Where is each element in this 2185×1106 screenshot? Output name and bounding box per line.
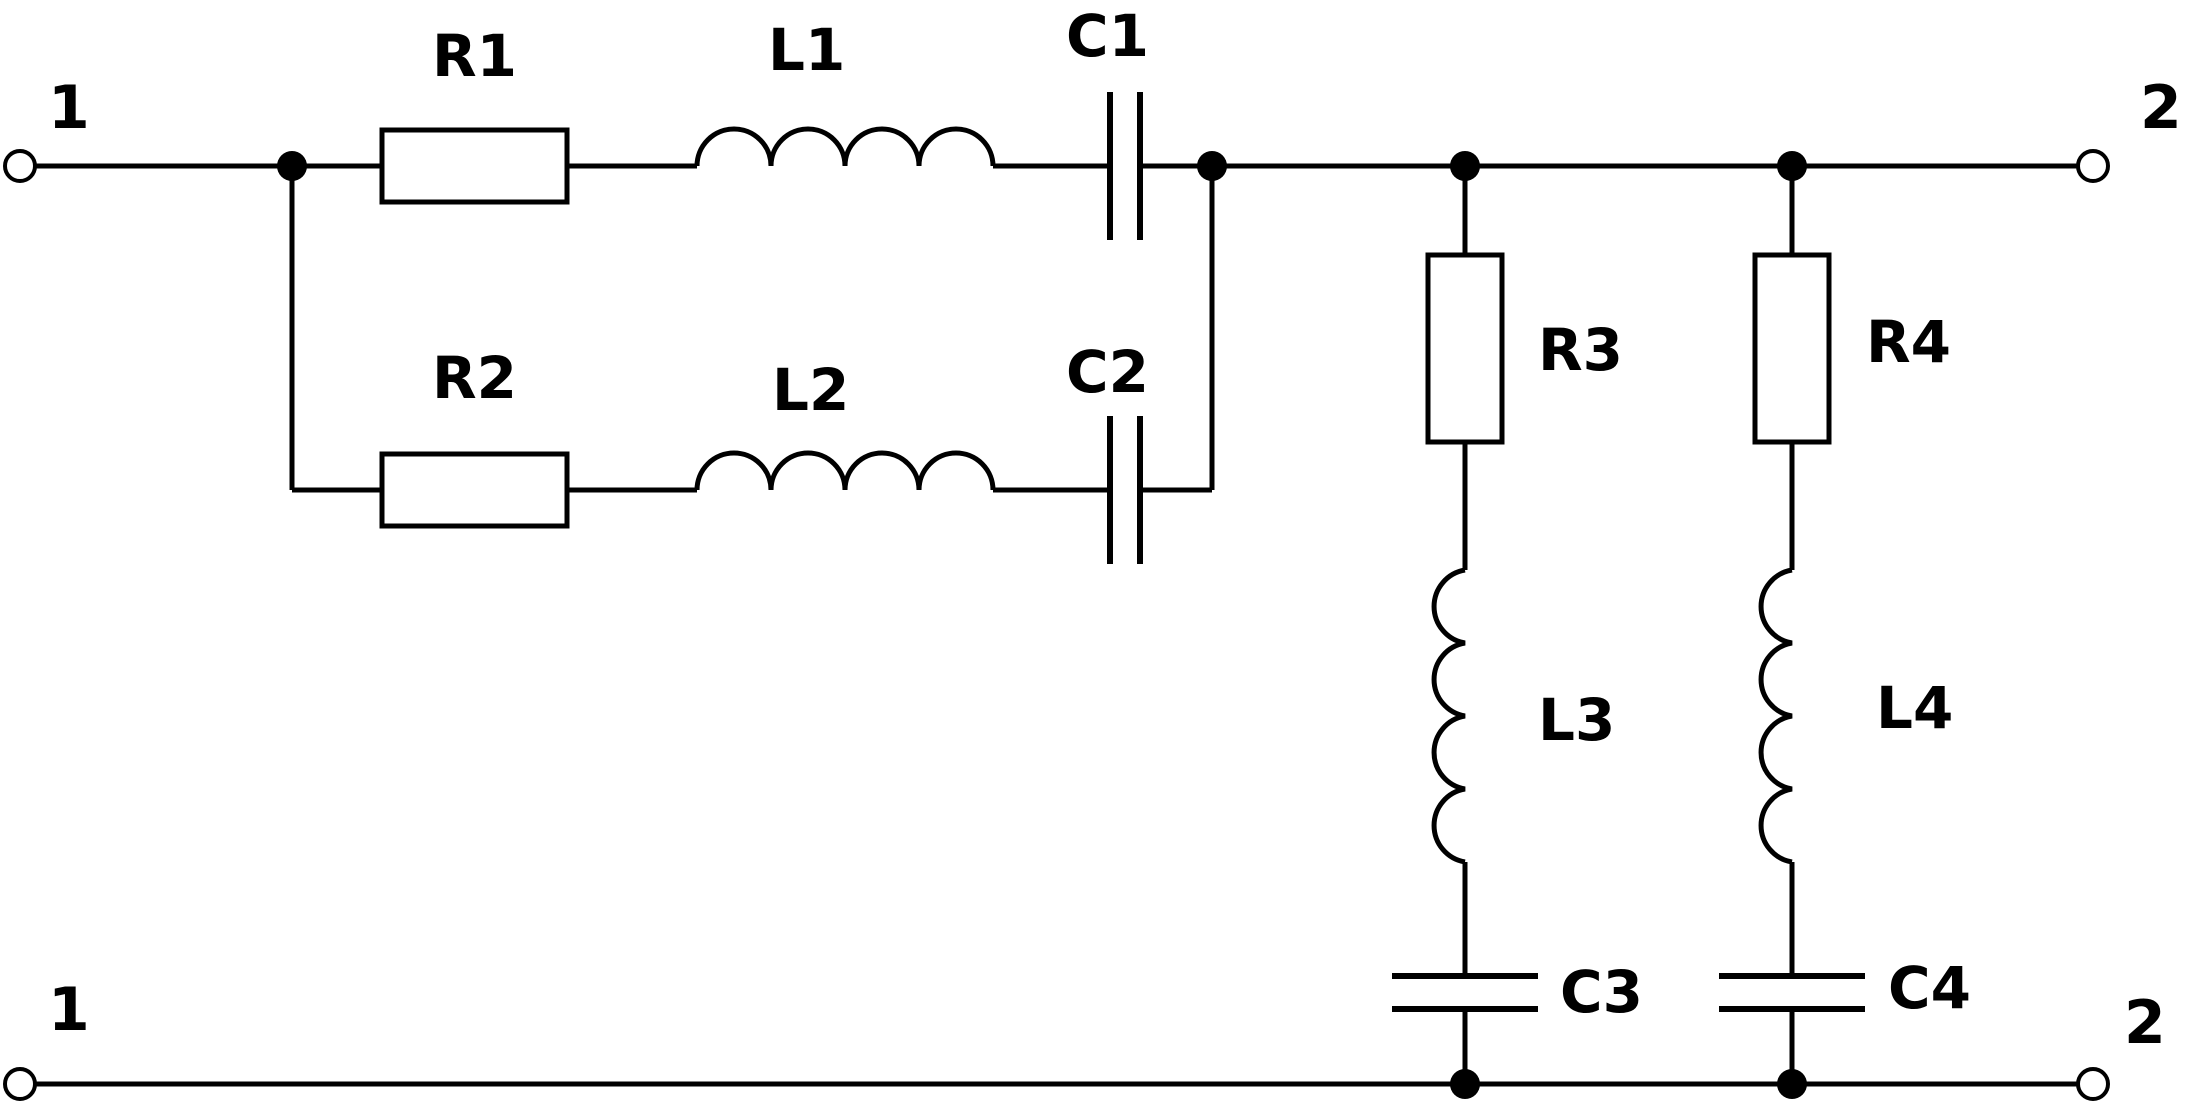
capacitor-c1 bbox=[1107, 92, 1143, 240]
terminal-input-top bbox=[3, 149, 37, 183]
label-r1: R1 bbox=[432, 22, 517, 90]
inductor-l1 bbox=[694, 126, 996, 167]
inductor-l2 bbox=[694, 450, 996, 491]
label-c3: C3 bbox=[1560, 958, 1643, 1026]
terminal-output-bottom bbox=[2076, 1067, 2110, 1101]
junction-merge bbox=[1197, 151, 1227, 181]
junction-shunt-3-bottom bbox=[1450, 1069, 1480, 1099]
label-l3: L3 bbox=[1538, 686, 1615, 754]
resistor-r1 bbox=[379, 127, 570, 205]
terminal-label-output-top: 2 bbox=[2140, 73, 2182, 143]
capacitor-c2 bbox=[1107, 416, 1143, 564]
junction-input bbox=[277, 151, 307, 181]
label-r3: R3 bbox=[1538, 316, 1623, 384]
terminal-label-input-bottom: 1 bbox=[48, 975, 90, 1045]
resistor-r3 bbox=[1425, 252, 1505, 445]
label-c1: C1 bbox=[1066, 2, 1149, 70]
capacitor-c4 bbox=[1719, 973, 1865, 1012]
terminal-label-output-bottom: 2 bbox=[2124, 988, 2166, 1058]
terminal-input-bottom bbox=[3, 1067, 37, 1101]
label-l2: L2 bbox=[772, 356, 849, 424]
label-r4: R4 bbox=[1866, 308, 1951, 376]
branch-2-wiring bbox=[289, 166, 1215, 493]
resistor-r4 bbox=[1752, 252, 1832, 445]
capacitor-c3 bbox=[1392, 973, 1538, 1012]
junction-shunt-3-top bbox=[1450, 151, 1480, 181]
label-r2: R2 bbox=[432, 344, 517, 412]
junction-shunt-4-bottom bbox=[1777, 1069, 1807, 1099]
junction-shunt-4-top bbox=[1777, 151, 1807, 181]
label-l4: L4 bbox=[1876, 674, 1953, 742]
terminal-label-input-top: 1 bbox=[48, 73, 90, 143]
resistor-r2 bbox=[379, 451, 570, 529]
label-c4: C4 bbox=[1888, 954, 1971, 1022]
inductor-l4 bbox=[1758, 567, 1793, 865]
inductor-l3 bbox=[1431, 567, 1466, 865]
terminal-output-top bbox=[2076, 149, 2110, 183]
label-c2: C2 bbox=[1066, 338, 1149, 406]
label-l1: L1 bbox=[768, 16, 845, 84]
